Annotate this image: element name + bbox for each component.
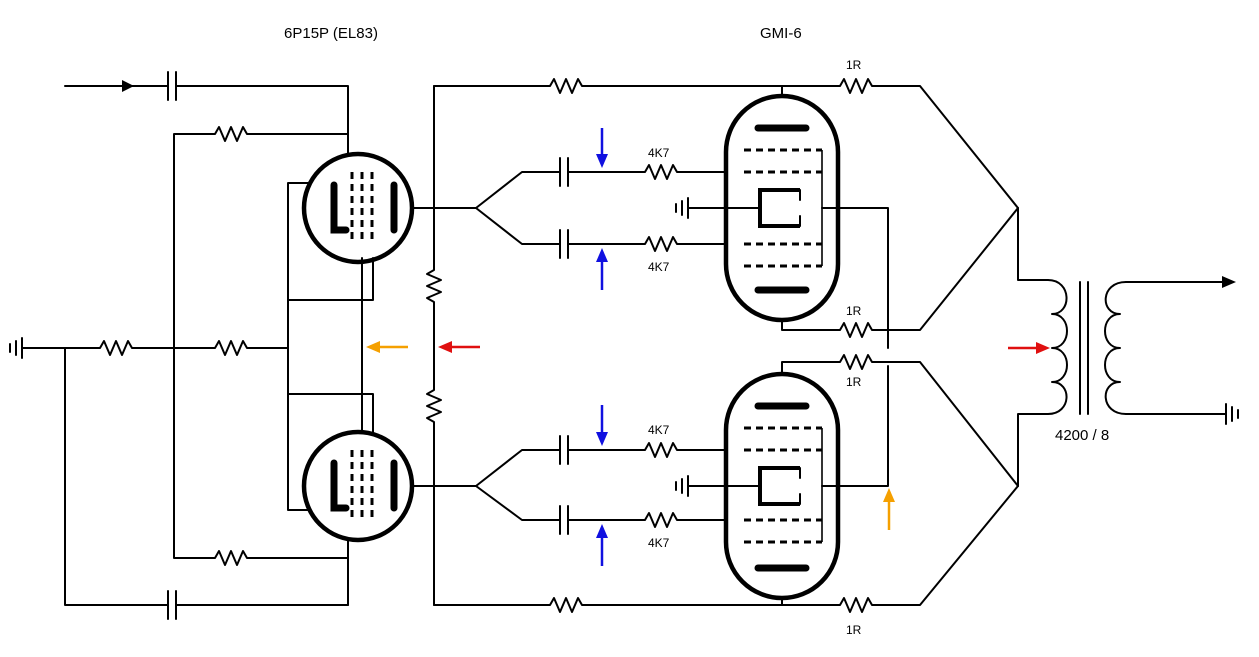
res-1r-label: 1R [846, 304, 862, 318]
transformer-label: 4200 / 8 [1055, 427, 1109, 444]
output-tube-bottom: 1R 1R [675, 354, 1019, 637]
res-1r-label: 1R [846, 58, 862, 72]
input-line [64, 71, 349, 154]
center-bias-rail [426, 78, 1019, 613]
red-arrow-transformer [1008, 342, 1050, 354]
grid-network-top: 4K7 4K7 [475, 146, 761, 274]
res-4k7-label: 4K7 [648, 146, 670, 160]
driver-tube-top [287, 151, 477, 439]
left-ground-network [9, 337, 349, 620]
orange-arrow-output [883, 488, 895, 530]
blue-arrow-top-upper [596, 128, 608, 168]
driver-tube-label: 6P15P (EL83) [284, 25, 378, 42]
red-arrow-center [438, 341, 480, 353]
res-4k7-label: 4K7 [648, 260, 670, 274]
driver-tube-bottom [287, 299, 477, 543]
res-1r-label: 1R [846, 375, 862, 389]
output-transformer [1017, 207, 1239, 487]
orange-arrow-driver [366, 341, 408, 353]
blue-arrow-bottom-lower [596, 524, 608, 566]
res-4k7-label: 4K7 [648, 423, 670, 437]
driver-feedback-top [173, 126, 349, 606]
output-tube-label: GMI-6 [760, 25, 802, 42]
blue-arrow-top-lower [596, 248, 608, 290]
output-tube-top: 1R 1R [675, 58, 1019, 349]
blue-arrow-bottom-upper [596, 405, 608, 446]
res-4k7-label: 4K7 [648, 536, 670, 550]
res-1r-label: 1R [846, 623, 862, 637]
